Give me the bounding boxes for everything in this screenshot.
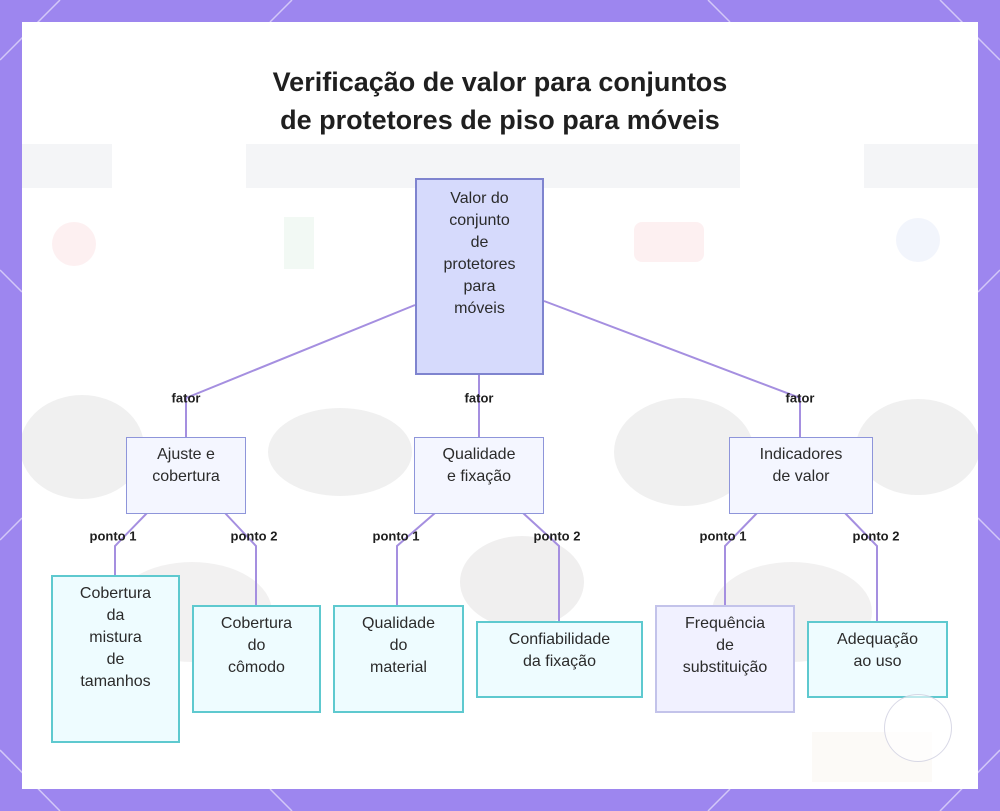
edge-label-f3-p2: ponto 2	[852, 528, 900, 544]
factor-node-value-indicators[interactable]: Indicadores de valor	[729, 437, 873, 514]
point-node-room-coverage[interactable]: Cobertura do cômodo	[192, 605, 321, 713]
watermark-badge-icon	[884, 694, 952, 762]
point-node-label: Cobertura do cômodo	[220, 615, 293, 676]
edge-label-f2-p2: ponto 2	[533, 528, 581, 544]
factor-node-quality-fixation[interactable]: Qualidade e fixação	[414, 437, 544, 514]
edge-root-factor-1	[185, 304, 416, 438]
page-title: Verificação de valor para conjuntos de p…	[0, 63, 1000, 139]
edge-label-factor-1: fator	[171, 390, 201, 406]
edge-label-f1-p2: ponto 2	[230, 528, 278, 544]
point-node-replacement-frequency[interactable]: Frequência de substituição	[655, 605, 795, 713]
point-node-fixation-reliability[interactable]: Confiabilidade da fixação	[476, 621, 643, 698]
point-node-use-suitability[interactable]: Adequação ao uso	[807, 621, 948, 698]
edge-factor-2-point-2	[522, 512, 560, 621]
title-line-1: Verificação de valor para conjuntos	[272, 67, 728, 97]
factor-node-label: Ajuste e cobertura	[152, 446, 220, 485]
edge-factor-3-point-2	[844, 512, 878, 621]
root-node-label: Valor do conjunto de protetores para móv…	[443, 190, 516, 317]
point-node-label: Confiabilidade da fixação	[508, 631, 611, 670]
edge-factor-2-point-1	[396, 512, 436, 605]
factor-node-fit-coverage[interactable]: Ajuste e cobertura	[126, 437, 246, 514]
point-node-material-quality[interactable]: Qualidade do material	[333, 605, 464, 713]
edge-label-factor-3: fator	[785, 390, 815, 406]
edge-factor-3-point-1	[724, 512, 758, 605]
edge-label-f3-p1: ponto 1	[699, 528, 747, 544]
edge-label-f2-p1: ponto 1	[372, 528, 420, 544]
edge-factor-1-point-2	[224, 512, 257, 605]
point-node-label: Adequação ao uso	[837, 631, 918, 670]
factor-node-label: Indicadores de valor	[759, 446, 843, 485]
edge-factor-1-point-1	[114, 512, 148, 575]
point-node-label: Cobertura da mistura de tamanhos	[79, 585, 152, 690]
point-node-label: Qualidade do material	[362, 615, 435, 676]
title-line-2: de protetores de piso para móveis	[280, 105, 720, 135]
edge-root-factor-3	[543, 300, 801, 438]
root-node[interactable]: Valor do conjunto de protetores para móv…	[415, 178, 544, 375]
edge-label-f1-p1: ponto 1	[89, 528, 137, 544]
point-node-size-mix-coverage[interactable]: Cobertura da mistura de tamanhos	[51, 575, 180, 743]
factor-node-label: Qualidade e fixação	[442, 446, 516, 485]
point-node-label: Frequência de substituição	[682, 615, 768, 676]
edge-label-factor-2: fator	[464, 390, 494, 406]
